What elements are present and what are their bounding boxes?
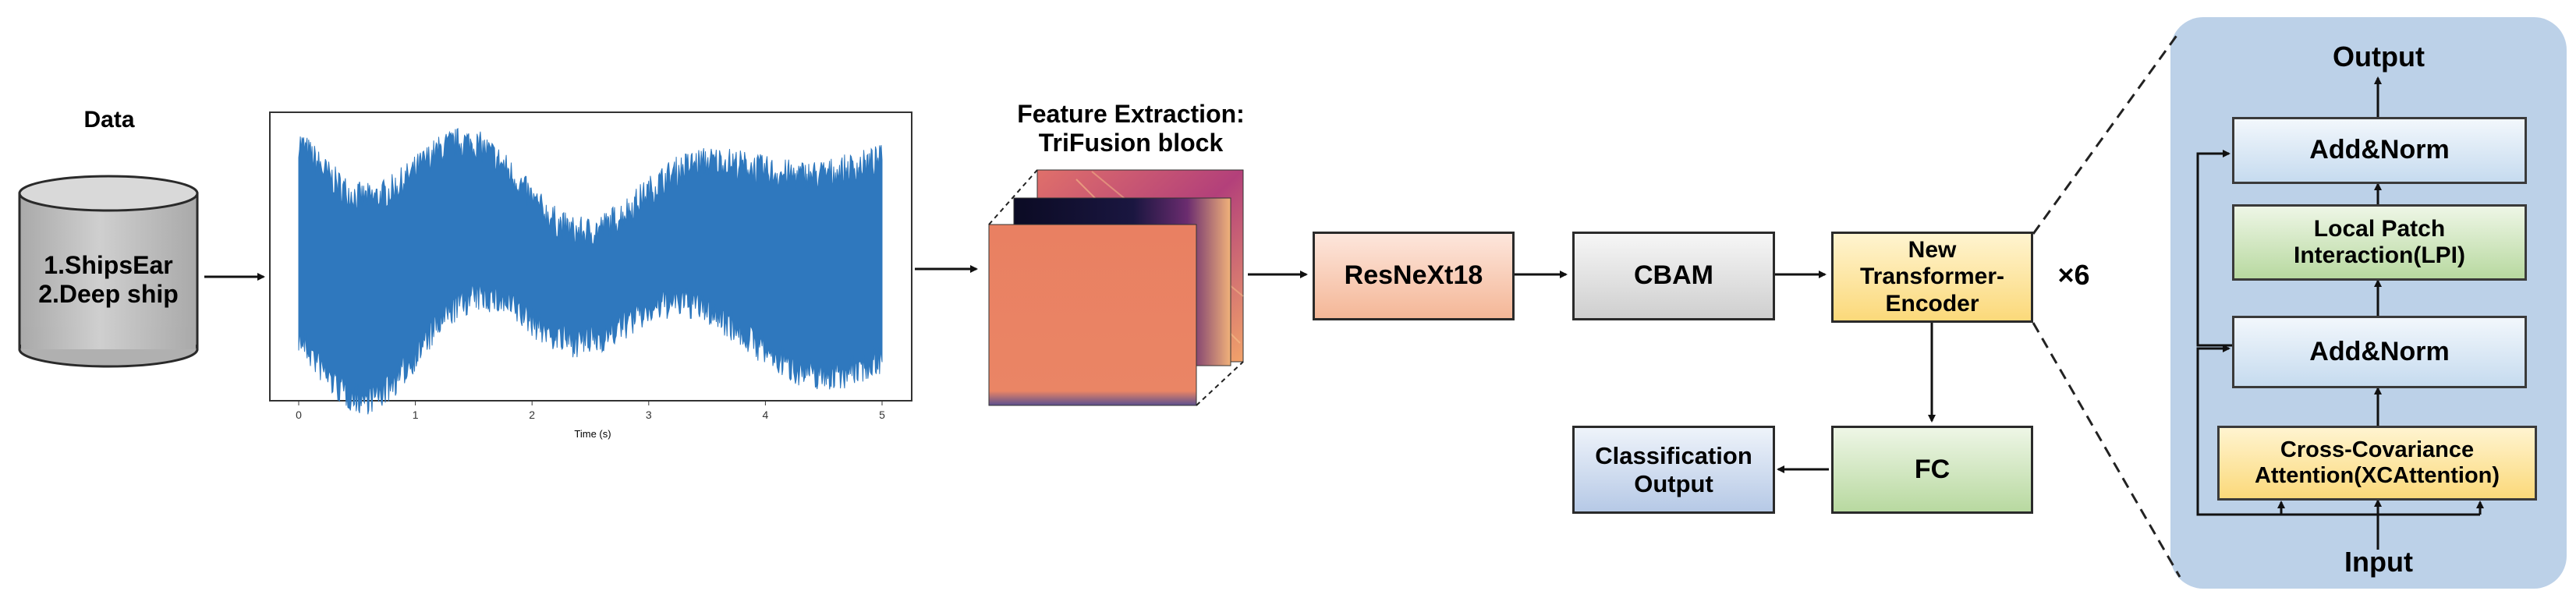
add-norm-bottom-block: Add&Norm <box>2232 316 2527 388</box>
feature-extraction-title: Feature Extraction: TriFusion block <box>975 100 1287 157</box>
add-norm-top-block: Add&Norm <box>2232 117 2527 184</box>
dataset-item: 2.Deep ship <box>38 279 179 308</box>
waveform-x-axis: 0 1 2 3 4 5 <box>296 401 885 421</box>
waveform-tick-label: 2 <box>529 409 535 421</box>
fc-block: FC <box>1831 426 2033 514</box>
trifusion-spectrogram-stack <box>988 169 1244 406</box>
waveform-tick-label: 3 <box>646 409 652 421</box>
resnext18-label: ResNeXt18 <box>1344 260 1483 291</box>
waveform-tick-label: 5 <box>879 409 885 421</box>
encoder-output-label: Output <box>2333 41 2425 73</box>
encoder-label-line: Encoder <box>1885 290 1979 317</box>
dataset-list: 1.ShipsEar 2.Deep ship <box>19 251 197 309</box>
zoom-line-top <box>2032 30 2181 235</box>
lpi-block: Local Patch Interaction(LPI) <box>2232 204 2527 281</box>
repeat-count: ×6 <box>2057 259 2090 291</box>
data-title: Data <box>83 107 135 133</box>
encoder-label-line: Transformer- <box>1859 264 2005 290</box>
add-norm-top-label: Add&Norm <box>2309 135 2450 165</box>
waveform-tick-label: 1 <box>413 409 419 421</box>
waveform-tick-label: 0 <box>296 409 302 421</box>
cbam-label: CBAM <box>1634 260 1713 291</box>
classification-label-line: Output <box>1634 469 1713 497</box>
waveform-tick-label: 4 <box>763 409 769 421</box>
dataset-item: 1.ShipsEar <box>44 251 173 279</box>
add-norm-bottom-label: Add&Norm <box>2309 336 2450 366</box>
lpi-label-line: Local Patch <box>2313 215 2446 242</box>
encoder-detail-arrows <box>2196 76 2484 550</box>
lpi-label-line: Interaction(LPI) <box>2293 242 2465 268</box>
xcattention-block: Cross-Covariance Attention(XCAttention) <box>2217 426 2537 501</box>
classification-output-block: Classification Output <box>1572 426 1775 514</box>
classification-label-line: Classification <box>1595 441 1752 469</box>
encoder-input-label: Input <box>2344 546 2413 578</box>
waveform-plot <box>298 128 883 415</box>
cbam-block: CBAM <box>1572 232 1775 320</box>
xca-label-line: Attention(XCAttention) <box>2254 463 2500 488</box>
feature-title-line: TriFusion block <box>1038 128 1224 157</box>
zoom-line-bottom <box>2032 322 2181 578</box>
waveform-xlabel: Time (s) <box>574 428 611 440</box>
database-cylinder-icon <box>18 175 199 368</box>
feature-title-line: Feature Extraction: <box>1017 100 1245 128</box>
xca-label-line: Cross-Covariance <box>2280 437 2475 462</box>
encoder-label-line: New <box>1908 236 1957 263</box>
transformer-encoder-block: New Transformer- Encoder <box>1831 232 2033 323</box>
resnext18-block: ResNeXt18 <box>1313 232 1515 320</box>
fc-label: FC <box>1914 454 1951 484</box>
